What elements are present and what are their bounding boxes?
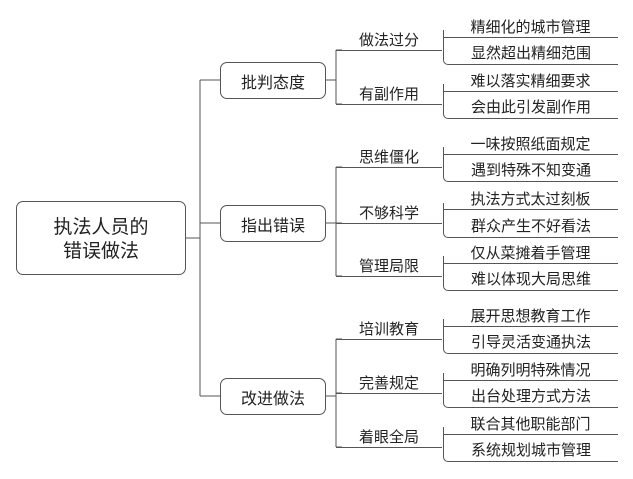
root-node: 执法人员的 错误做法: [16, 201, 186, 275]
leaf-node: 精细化的城市管理: [443, 17, 618, 38]
sub-node-management-limits: 管理局限: [336, 256, 442, 277]
leaf-node: 会由此引发副作用: [443, 84, 618, 119]
sub-node-excessive: 做法过分: [336, 30, 442, 51]
leaf-node: 系统规划城市管理: [443, 427, 618, 462]
leaf-node: 遇到特殊不知变通: [443, 147, 618, 182]
leaf-node: 仅从菜摊着手管理: [443, 243, 618, 264]
sub-node-big-picture: 着眼全局: [336, 427, 442, 448]
branch-critical-attitude: 批判态度: [220, 62, 326, 99]
leaf-node: 难以落实精细要求: [443, 71, 618, 92]
sub-node-side-effects: 有副作用: [336, 84, 442, 105]
leaf-node: 难以体现大局思维: [443, 256, 618, 291]
leaf-node: 展开思想教育工作: [443, 306, 618, 327]
leaf-node: 群众产生不好看法: [443, 203, 618, 238]
sub-node-training: 培训教育: [336, 319, 442, 340]
leaf-node: 出台处理方式方法: [443, 373, 618, 408]
branch-improve-methods: 改进做法: [220, 378, 326, 415]
leaf-node: 一味按照纸面规定: [443, 134, 618, 155]
leaf-node: 执法方式太过刻板: [443, 189, 618, 210]
leaf-node: 显然超出精细范围: [443, 30, 618, 65]
root-title-line-2: 错误做法: [62, 240, 139, 262]
leaf-node: 明确列明特殊情况: [443, 360, 618, 381]
root-title-line-1: 执法人员的: [53, 216, 149, 238]
branch-point-out-errors: 指出错误: [220, 205, 326, 242]
leaf-node: 联合其他职能部门: [443, 414, 618, 435]
sub-node-unscientific: 不够科学: [336, 203, 442, 224]
leaf-node: 引导灵活变通执法: [443, 319, 618, 354]
sub-node-rigid-thinking: 思维僵化: [336, 147, 442, 168]
sub-node-improve-rules: 完善规定: [336, 373, 442, 394]
